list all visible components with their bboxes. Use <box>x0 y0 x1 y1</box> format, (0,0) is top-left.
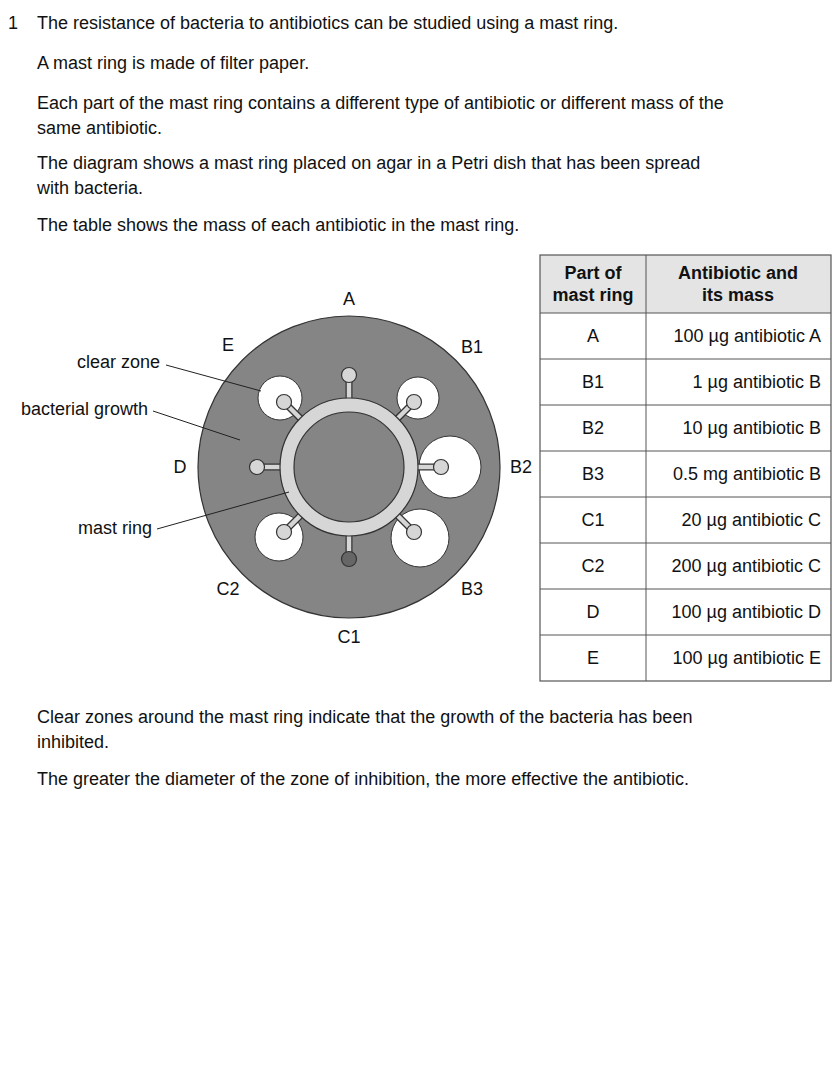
table-cell: C1 <box>540 508 646 533</box>
callout-label: clear zone <box>40 350 160 375</box>
paragraph: Each part of the mast ring contains a di… <box>37 91 727 141</box>
paragraph: The resistance of bacteria to antibiotic… <box>37 11 817 36</box>
table-cell: 0.5 mg antibiotic B <box>650 462 821 487</box>
table-cell: C2 <box>540 554 646 579</box>
table-cell: D <box>540 600 646 625</box>
mast-ring <box>280 398 418 536</box>
table-cell: B1 <box>540 370 646 395</box>
part-label: B3 <box>452 577 492 602</box>
antibiotic-discs <box>250 368 449 567</box>
table-cell: 10 µg antibiotic B <box>650 416 821 441</box>
leader-lines <box>153 365 289 529</box>
paragraph: The diagram shows a mast ring placed on … <box>37 151 717 201</box>
table-header: Part of mast ring <box>545 262 641 306</box>
part-label: B2 <box>505 455 537 480</box>
part-label: C1 <box>329 625 369 650</box>
table-cell: B2 <box>540 416 646 441</box>
paragraph: The table shows the mass of each antibio… <box>37 213 817 238</box>
table-cell: 100 µg antibiotic A <box>650 324 821 349</box>
agar-centre <box>294 412 404 522</box>
table-header: Antibiotic and its mass <box>668 262 808 306</box>
table-cell: 200 µg antibiotic C <box>650 554 821 579</box>
table-cell: 1 µg antibiotic B <box>650 370 821 395</box>
part-label: E <box>208 333 248 358</box>
table-cell: 20 µg antibiotic C <box>650 508 821 533</box>
part-label: A <box>329 287 369 312</box>
table-cell: E <box>540 646 646 671</box>
table-grid <box>540 255 831 681</box>
callout-label: bacterial growth <box>4 397 148 422</box>
mast-ring-spokes <box>257 375 441 559</box>
paragraph: A mast ring is made of filter paper. <box>37 51 817 76</box>
table-cell: A <box>540 324 646 349</box>
paragraph: The greater the diameter of the zone of … <box>37 767 817 792</box>
table-cell: 100 µg antibiotic E <box>650 646 821 671</box>
part-label: B1 <box>452 335 492 360</box>
table-cell: B3 <box>540 462 646 487</box>
question-number: 1 <box>8 11 32 36</box>
paragraph: Clear zones around the mast ring indicat… <box>37 705 697 755</box>
part-label: C2 <box>208 577 248 602</box>
clear-zones <box>255 376 481 567</box>
callout-label: mast ring <box>30 516 152 541</box>
petri-dish <box>198 316 500 618</box>
part-label: D <box>160 455 200 480</box>
table-cell: 100 µg antibiotic D <box>650 600 821 625</box>
